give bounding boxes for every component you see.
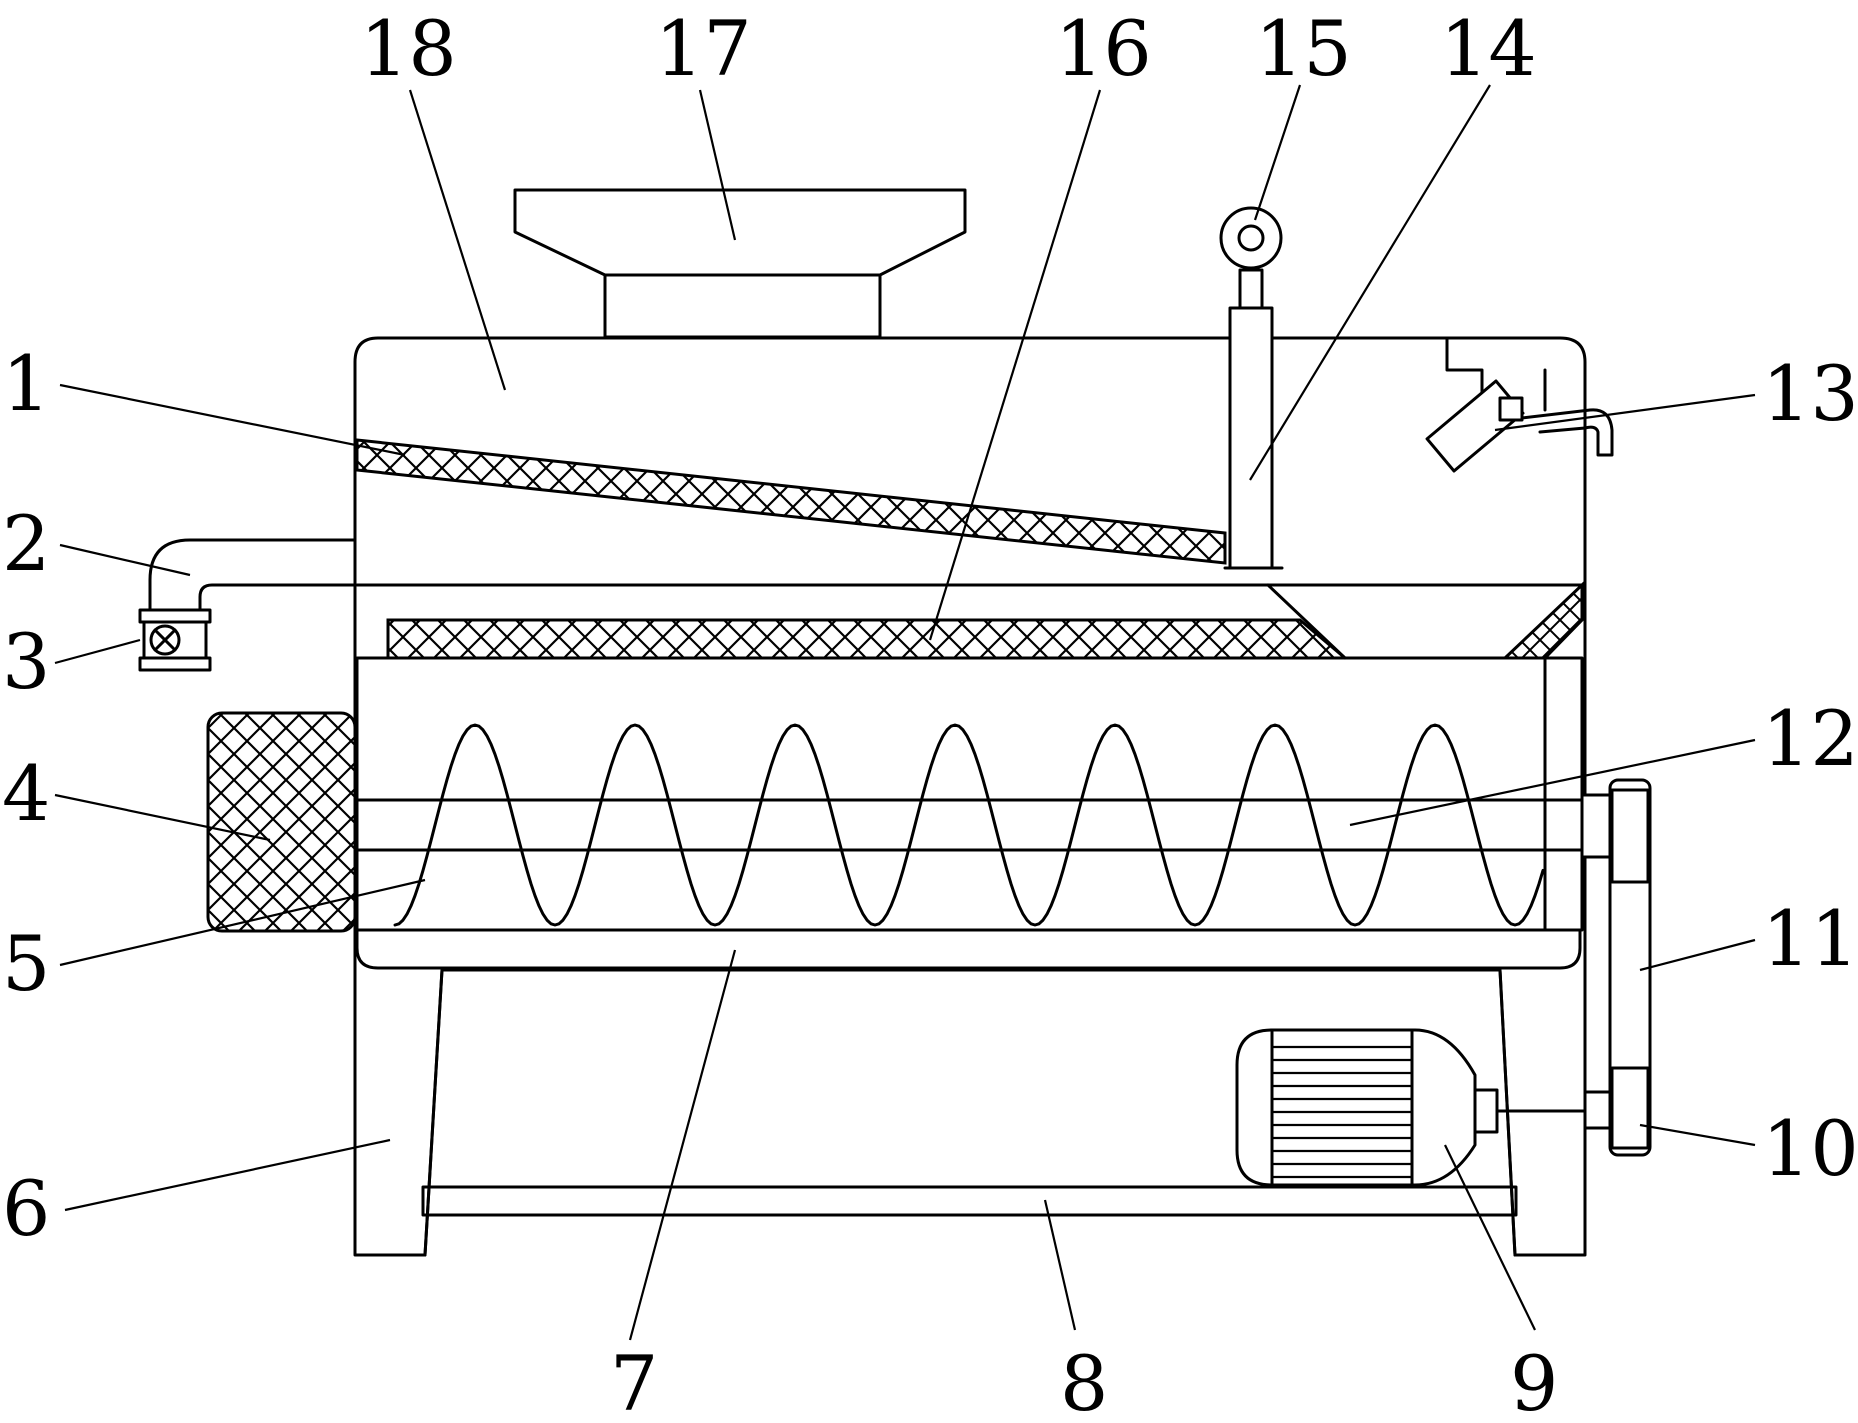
discharge-pipe [148,538,357,612]
callout-13: 13 [1762,349,1858,438]
support-crossbar [421,1185,1518,1217]
lifting-ring [1219,206,1283,270]
callout-3: 3 [2,617,50,706]
callout-7: 7 [610,1339,658,1423]
callout-15: 15 [1255,4,1352,93]
callout-4: 4 [2,749,50,838]
callout-labels: 1 2 3 4 5 6 7 8 9 10 11 12 13 14 15 16 1… [2,4,1858,1423]
callout-9: 9 [1510,1339,1558,1423]
callout-10: 10 [1762,1104,1858,1193]
lower-screen-right [1501,581,1584,660]
left-motor [206,711,357,933]
callout-1: 1 [2,339,50,428]
adjuster-rod [1223,268,1284,570]
callout-8: 8 [1060,1339,1108,1423]
callout-18: 18 [360,4,457,93]
spray-nozzle [1425,336,1614,473]
screw-blade [393,723,1545,927]
screw-shaft [353,793,1617,859]
callout-17: 17 [655,4,752,93]
drive-motor [1235,1028,1587,1187]
callout-11: 11 [1762,894,1858,983]
callout-14: 14 [1440,4,1537,93]
callout-6: 6 [2,1164,50,1253]
callout-2: 2 [2,499,50,588]
callout-16: 16 [1055,4,1152,93]
discharge-valve [138,608,212,672]
inclined-screen [355,438,1227,565]
callout-5: 5 [2,919,50,1008]
lower-screen [386,618,1350,660]
leader-lines [54,84,1756,1341]
feed-hopper [513,188,967,339]
callout-12: 12 [1762,694,1858,783]
